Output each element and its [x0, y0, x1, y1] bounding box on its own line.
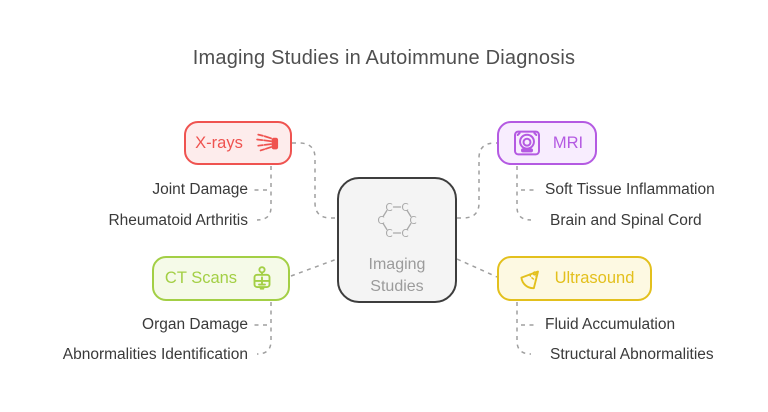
- xrays-item-joint-damage: Joint Damage: [152, 181, 248, 198]
- connector-xrays-items-trunk: [256, 166, 272, 221]
- mri-node: MRI: [497, 121, 597, 165]
- svg-text:C: C: [401, 228, 408, 240]
- connector-ctscans-to-center: [290, 258, 338, 277]
- ultrasound-label: Ultrasound: [554, 269, 635, 287]
- connector-center-to-mri: [457, 142, 497, 219]
- ctscans-item-organ-damage: Organ Damage: [142, 316, 248, 333]
- center-label-line1: Imaging: [368, 256, 426, 273]
- ultrasound-item-structural-abnormalities: Structural Abnormalities: [550, 346, 714, 363]
- ctscans-label: CT Scans: [164, 269, 238, 287]
- mri-item-brain-and-spinal-cord: Brain and Spinal Cord: [550, 212, 702, 229]
- ultrasound-item-fluid-accumulation: Fluid Accumulation: [545, 316, 676, 333]
- connector-mri-items-trunk: [516, 166, 532, 221]
- connector-ctscans-items-trunk: [256, 302, 272, 355]
- xrays-node: X-rays: [184, 121, 292, 165]
- connector-center-to-ultrasound: [456, 258, 498, 278]
- svg-text:C: C: [409, 215, 416, 227]
- connector-xrays-to-center: [292, 142, 337, 219]
- molecule-icon: C C C C C C: [370, 195, 424, 248]
- ultrasound-probe-icon: [515, 264, 545, 294]
- ultrasound-node: Ultrasound: [497, 256, 652, 301]
- xray-hand-icon: [253, 129, 281, 157]
- mri-label: MRI: [552, 133, 584, 152]
- svg-text:C: C: [385, 202, 392, 214]
- connector-ultrasound-items-trunk: [516, 302, 532, 355]
- mri-machine-icon: [511, 127, 543, 159]
- center-label-line2: Studies: [370, 278, 424, 295]
- center-label: Imaging Studies: [369, 254, 426, 298]
- ctscans-item-abnormalities-identification: Abnormalities Identification: [62, 346, 248, 363]
- center-node: C C C C C C Imaging Studies: [337, 177, 457, 303]
- svg-text:C: C: [401, 202, 408, 214]
- svg-text:C: C: [377, 215, 384, 227]
- xrays-item-rheumatoid-arthritis: Rheumatoid Arthritis: [108, 212, 248, 229]
- ctscans-node: CT Scans: [152, 256, 290, 301]
- ct-scanner-icon: [247, 263, 277, 295]
- svg-text:C: C: [385, 228, 392, 240]
- xrays-label: X-rays: [195, 133, 243, 152]
- mri-item-soft-tissue-inflammation: Soft Tissue Inflammation: [545, 181, 715, 198]
- diagram-title: Imaging Studies in Autoimmune Diagnosis: [192, 47, 576, 69]
